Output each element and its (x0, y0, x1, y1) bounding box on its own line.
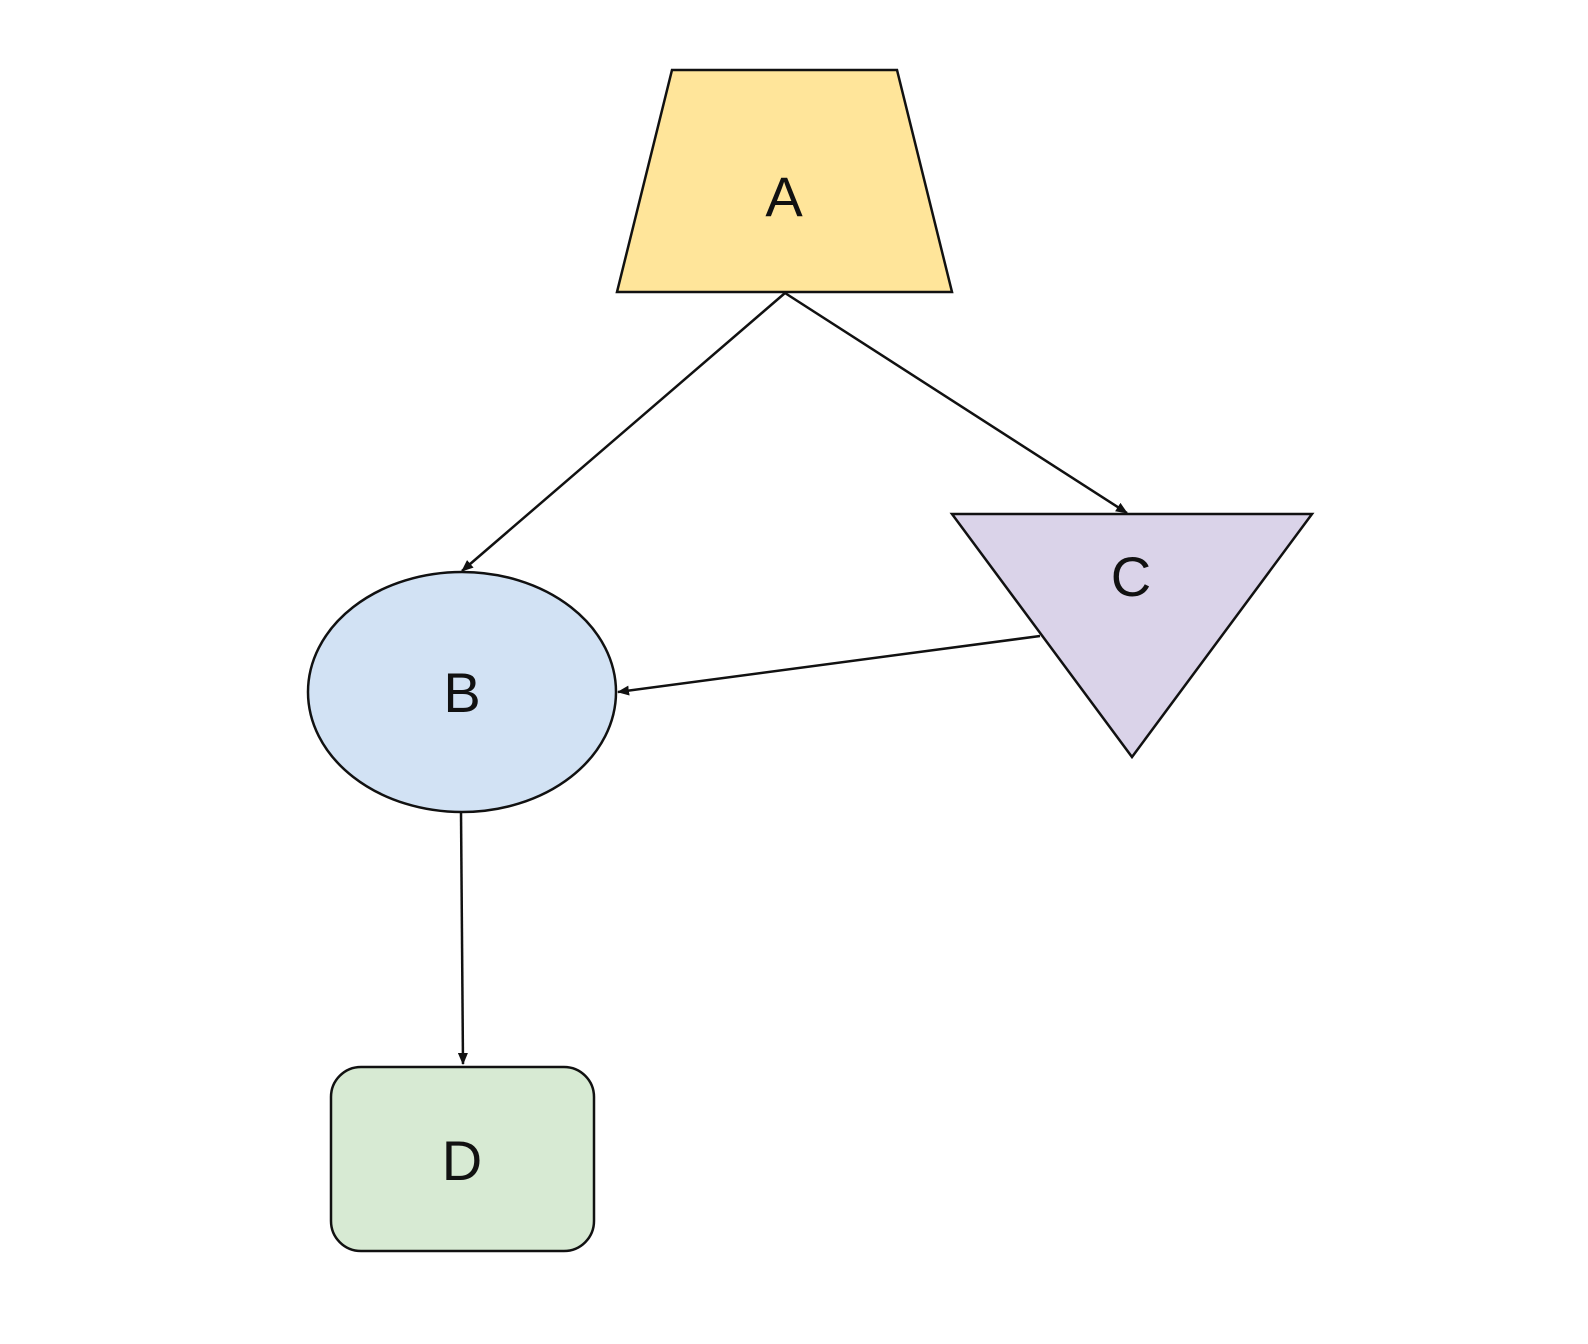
edges-group (457, 291, 1128, 1065)
node-b-shape (306, 570, 618, 814)
node-c-shape (949, 512, 1315, 760)
node-c-label: C (1111, 545, 1151, 608)
edge-a-to-c[interactable] (784, 291, 1128, 515)
node-b-label: B (443, 661, 480, 724)
node-d[interactable]: D (329, 1065, 596, 1253)
node-a-shape (615, 68, 954, 294)
node-d-label: D (442, 1129, 482, 1192)
edge-c-to-b[interactable] (617, 634, 1041, 696)
node-c[interactable]: C (949, 512, 1315, 760)
node-b[interactable]: B (306, 570, 618, 814)
node-a-label: A (765, 165, 803, 228)
edge-b-to-d[interactable] (457, 811, 468, 1065)
node-d-shape (329, 1065, 596, 1253)
node-a[interactable]: A (615, 68, 954, 294)
edge-a-to-b[interactable] (461, 292, 786, 572)
